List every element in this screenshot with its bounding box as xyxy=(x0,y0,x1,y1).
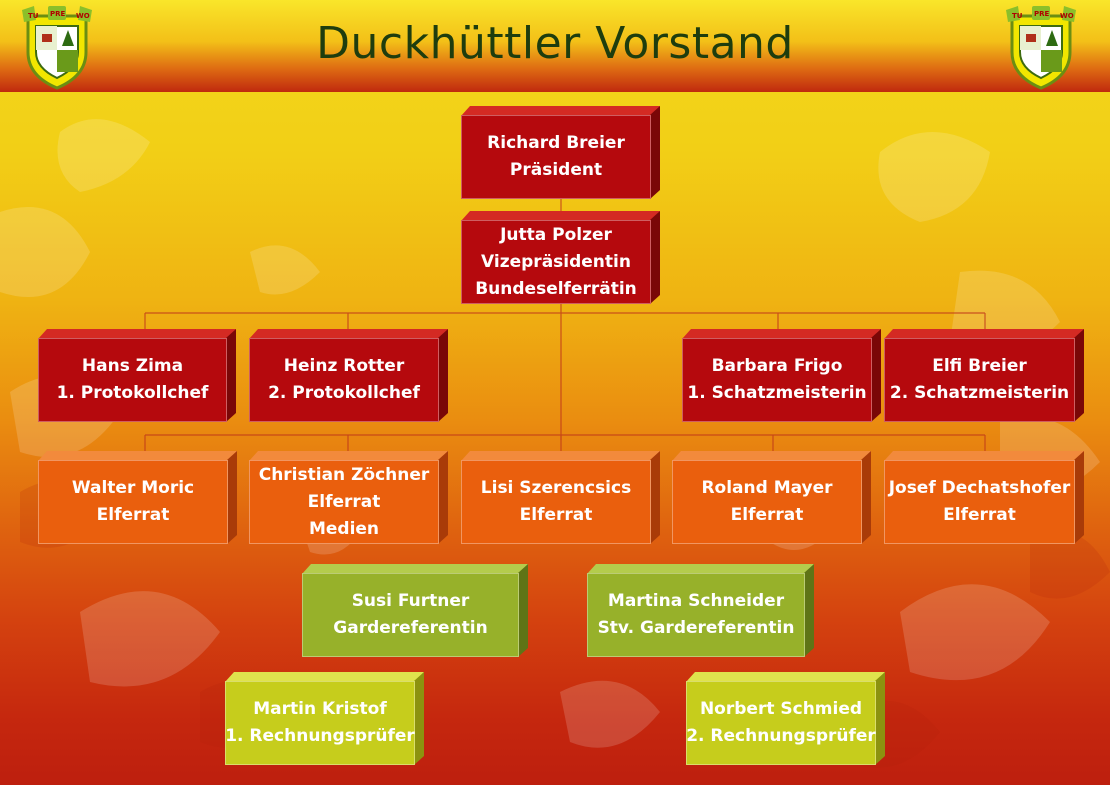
node-protocol-chief-1: Hans Zima 1. Protokollchef xyxy=(38,329,236,422)
node-council-2: Christian Zöchner Elferrat Medien xyxy=(249,451,448,544)
node-role: 2. Schatzmeisterin xyxy=(889,383,1070,403)
node-role: Elferrat xyxy=(519,505,593,525)
svg-text:TU: TU xyxy=(28,12,39,20)
node-guard-deputy: Martina Schneider Stv. Gardereferentin xyxy=(587,564,814,657)
node-role: Elferrat xyxy=(307,491,381,512)
node-role-secondary: Bundeselferrätin xyxy=(475,278,637,299)
svg-text:WO: WO xyxy=(76,12,90,20)
node-council-5: Josef Dechatshofer Elferrat xyxy=(884,451,1084,544)
node-council-3: Lisi Szerencsics Elferrat xyxy=(461,451,660,544)
svg-text:PRE: PRE xyxy=(50,10,66,18)
node-role: Präsident xyxy=(509,160,603,180)
node-name: Roland Mayer xyxy=(701,478,833,498)
node-name: Heinz Rotter xyxy=(283,356,405,376)
node-name: Barbara Frigo xyxy=(711,356,843,376)
node-name: Jutta Polzer xyxy=(500,224,612,245)
crest-icon: TU PRE WO xyxy=(22,6,92,90)
node-role-secondary: Medien xyxy=(308,518,380,539)
node-auditor-2: Norbert Schmied 2. Rechnungsprüfer xyxy=(686,672,885,765)
node-protocol-chief-2: Heinz Rotter 2. Protokollchef xyxy=(249,329,448,422)
node-name: Hans Zima xyxy=(81,356,184,376)
header-band xyxy=(0,0,1110,92)
node-role: 1. Schatzmeisterin xyxy=(687,383,867,403)
node-name: Norbert Schmied xyxy=(699,699,863,719)
node-name: Christian Zöchner xyxy=(258,464,430,485)
node-vice-president: Jutta Polzer Vizepräsidentin Bundeselfer… xyxy=(461,211,660,304)
node-role: Elferrat xyxy=(943,505,1016,525)
node-role: Elferrat xyxy=(730,505,804,525)
svg-text:WO: WO xyxy=(1060,12,1074,20)
node-name: Lisi Szerencsics xyxy=(480,478,632,498)
node-name: Susi Furtner xyxy=(351,591,470,611)
node-name: Richard Breier xyxy=(487,133,625,153)
node-president: Richard Breier Präsident xyxy=(461,106,660,199)
node-role: Gardereferentin xyxy=(333,618,488,638)
crest-icon: TU PRE WO xyxy=(1006,6,1076,90)
node-council-4: Roland Mayer Elferrat xyxy=(672,451,871,544)
node-role: 2. Rechnungsprüfer xyxy=(686,726,876,746)
node-name: Walter Moric xyxy=(71,478,195,498)
page-title: Duckhüttler Vorstand xyxy=(316,18,794,69)
club-crest-left: TU PRE WO xyxy=(22,6,92,90)
node-role: Vizepräsidentin xyxy=(481,251,631,272)
node-treasurer-2: Elfi Breier 2. Schatzmeisterin xyxy=(884,329,1084,422)
node-name: Martina Schneider xyxy=(607,591,785,611)
node-name: Martin Kristof xyxy=(253,699,387,719)
node-name: Elfi Breier xyxy=(932,356,1027,376)
node-guard-lead: Susi Furtner Gardereferentin xyxy=(302,564,528,657)
node-role: Elferrat xyxy=(96,505,170,525)
node-role: 1. Protokollchef xyxy=(56,383,209,403)
node-treasurer-1: Barbara Frigo 1. Schatzmeisterin xyxy=(682,329,881,422)
node-auditor-1: Martin Kristof 1. Rechnungsprüfer xyxy=(225,672,424,765)
node-name: Josef Dechatshofer xyxy=(888,478,1071,498)
svg-text:PRE: PRE xyxy=(1034,10,1050,18)
node-role: Stv. Gardereferentin xyxy=(597,618,795,638)
node-council-1: Walter Moric Elferrat xyxy=(38,451,237,544)
node-role: 2. Protokollchef xyxy=(268,383,420,403)
node-role: 1. Rechnungsprüfer xyxy=(225,726,415,746)
svg-text:TU: TU xyxy=(1012,12,1023,20)
club-crest-right: TU PRE WO xyxy=(1006,6,1076,90)
